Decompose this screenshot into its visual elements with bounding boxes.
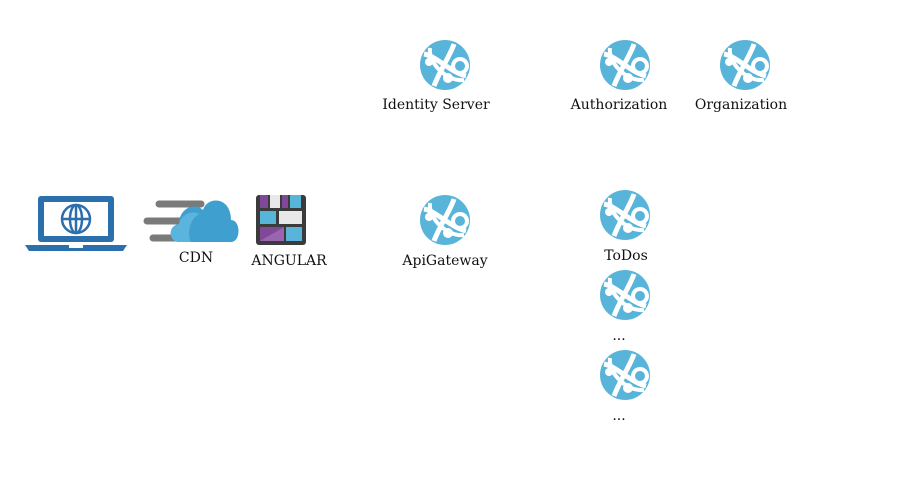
service-more-2-label: ...	[612, 408, 626, 424]
app-service-icon	[420, 40, 470, 90]
todos-node	[600, 190, 650, 240]
cdn-label: CDN	[178, 250, 214, 266]
api-gateway-node	[420, 195, 470, 245]
todos-label: ToDos	[604, 248, 648, 264]
angular-label: ANGULAR	[251, 253, 327, 269]
cdn-node	[143, 194, 241, 244]
web-app-icon	[256, 195, 306, 245]
service-more-1-node	[600, 270, 650, 320]
app-service-icon	[600, 270, 650, 320]
identity-server-label: Identity Server	[382, 97, 490, 113]
app-service-icon	[600, 350, 650, 400]
client-node	[25, 196, 127, 252]
organization-label: Organization	[694, 97, 788, 113]
laptop-globe-icon	[25, 196, 127, 251]
authorization-node	[600, 40, 650, 90]
angular-node	[256, 195, 306, 245]
cdn-cloud-icon	[143, 200, 239, 242]
app-service-icon	[720, 40, 770, 90]
authorization-label: Authorization	[570, 97, 668, 113]
app-service-icon	[600, 40, 650, 90]
service-more-2-node	[600, 350, 650, 400]
organization-node	[720, 40, 770, 90]
app-service-icon	[420, 195, 470, 245]
service-more-1-label: ...	[612, 328, 626, 344]
app-service-icon	[600, 190, 650, 240]
identity-server-node	[420, 40, 470, 90]
api-gateway-label: ApiGateway	[402, 253, 488, 269]
